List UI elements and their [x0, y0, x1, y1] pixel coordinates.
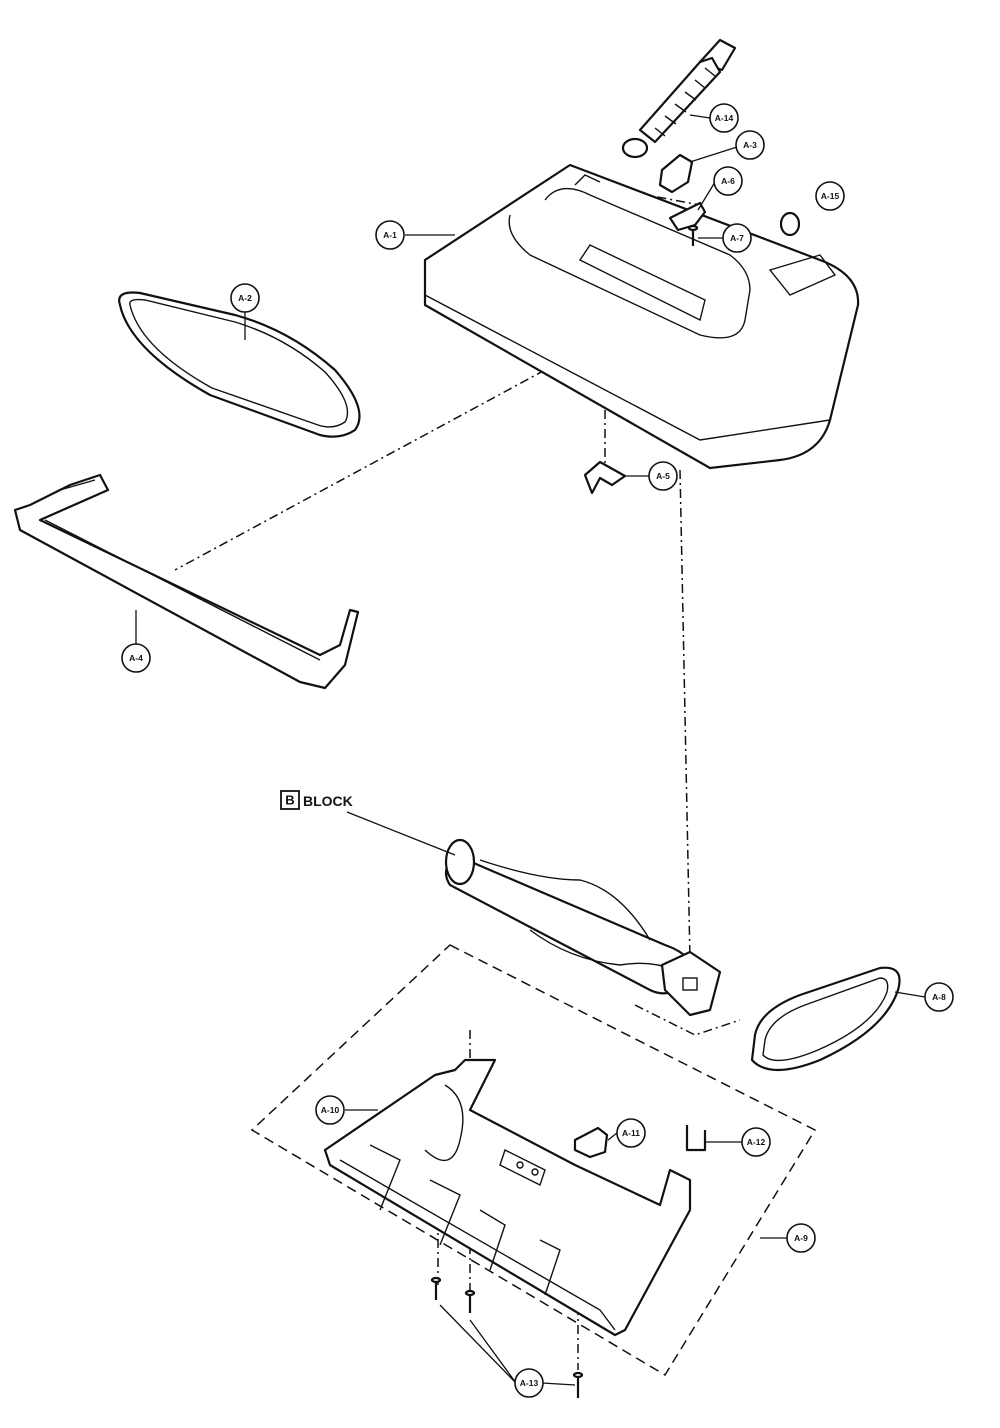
callout-a14: A-14 — [709, 103, 739, 133]
ring-part — [779, 211, 801, 237]
nozzle-u-clip-part — [685, 1125, 707, 1152]
callout-a13: A-13 — [514, 1368, 544, 1398]
screws-part-a13 — [430, 1276, 584, 1398]
clip-part — [668, 201, 707, 232]
callout-a9-label: A-9 — [794, 1233, 808, 1243]
callout-a12-label: A-12 — [747, 1137, 766, 1147]
callout-a2: A-2 — [230, 283, 260, 313]
callout-a15: A-15 — [815, 181, 845, 211]
callout-a13-label: A-13 — [520, 1378, 539, 1388]
belt-part-a2 — [118, 291, 361, 438]
brush-roll-part — [444, 838, 722, 1017]
callout-a4: A-4 — [121, 643, 151, 673]
leader-lines — [135, 114, 926, 1386]
callout-a3-label: A-3 — [743, 140, 757, 150]
callout-a6: A-6 — [713, 166, 743, 196]
callout-a1: A-1 — [375, 220, 405, 250]
callout-a11-label: A-11 — [622, 1128, 640, 1138]
callout-a1-label: A-1 — [383, 230, 397, 240]
callout-a2-label: A-2 — [238, 293, 252, 303]
callout-a5: A-5 — [648, 461, 678, 491]
callout-a8-label: A-8 — [932, 992, 946, 1002]
nozzle-base-part — [323, 1058, 692, 1337]
callout-a6-label: A-6 — [721, 176, 735, 186]
callout-a3: A-3 — [735, 130, 765, 160]
block-letter: B — [285, 793, 294, 808]
main-housing-part — [423, 163, 860, 470]
block-label: BLOCK — [303, 793, 353, 809]
bumper-part — [13, 473, 360, 690]
callout-a11: A-11 — [616, 1118, 646, 1148]
callout-a12: A-12 — [741, 1127, 771, 1157]
callout-a10-label: A-10 — [321, 1105, 340, 1115]
callout-a15-label: A-15 — [821, 191, 840, 201]
callout-a5-label: A-5 — [656, 471, 670, 481]
callout-a9: A-9 — [786, 1223, 816, 1253]
callout-a7: A-7 — [722, 223, 752, 253]
connector-part — [658, 153, 694, 194]
nozzle-clip-part — [573, 1126, 609, 1159]
callout-a8: A-8 — [924, 982, 954, 1012]
callout-a4-label: A-4 — [129, 653, 143, 663]
nozzle-assembly-group-box — [250, 944, 817, 1377]
callout-a14-label: A-14 — [715, 113, 734, 123]
u-clip-part — [583, 460, 627, 495]
hose-part — [621, 38, 737, 159]
block-reference: B BLOCK — [280, 790, 353, 810]
callout-a7-label: A-7 — [730, 233, 744, 243]
screw-part-a7 — [687, 224, 699, 246]
belt-part-a8 — [750, 966, 901, 1071]
callout-a10: A-10 — [315, 1095, 345, 1125]
